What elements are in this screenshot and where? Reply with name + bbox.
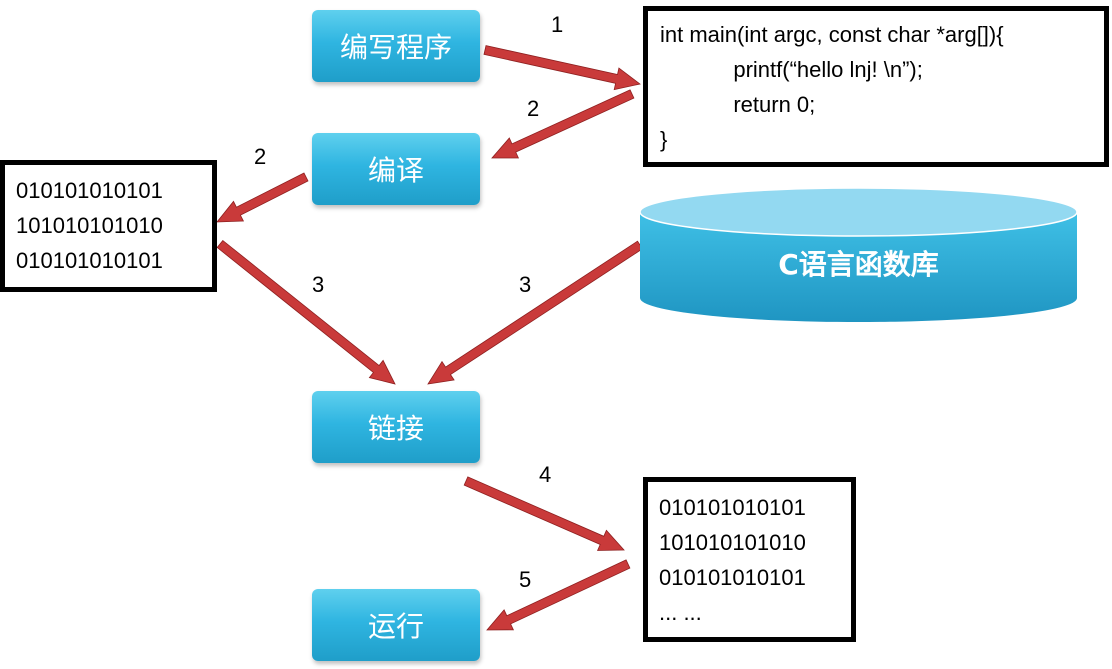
arrow-label-2: 2 [254,144,267,169]
source-line: } [660,127,668,152]
step-compile: 编译 [312,133,480,205]
binary-line: 010101010101 [659,565,806,590]
source-line: int main(int argc, const char *arg[]){ [660,22,1004,47]
step-link: 链接 [312,391,480,463]
step-run-label: 运行 [367,610,424,643]
object-code-box: 010101010101 101010101010 010101010101 [0,160,217,292]
source-line: return 0; [660,92,816,117]
arrow-label-2: 2 [527,96,540,121]
arrow-5 [486,559,631,631]
step-run: 运行 [312,589,480,661]
step-write-program: 编写程序 [312,10,480,82]
arrow-label-3: 3 [312,272,325,297]
executable-box: 010101010101 101010101010 010101010101 .… [643,477,856,642]
binary-line: ... ... [659,600,702,625]
arrow-label-1: 1 [551,12,564,37]
step-compile-label: 编译 [367,154,424,187]
binary-line: 010101010101 [16,248,163,273]
arrow-4 [463,476,625,551]
binary-line: 101010101010 [659,530,806,555]
source-code-box: int main(int argc, const char *arg[]){ p… [643,6,1109,167]
binary-line: 010101010101 [16,178,163,203]
arrow-1 [483,45,641,91]
binary-line: 010101010101 [659,495,806,520]
arrow-label-3: 3 [519,272,532,297]
arrow-label-5: 5 [519,567,532,592]
step-write-label: 编写程序 [339,31,452,64]
step-link-label: 链接 [367,412,424,445]
arrow-2-out [216,172,309,223]
arrow-2-back [491,89,635,159]
binary-line: 101010101010 [16,213,163,238]
library-label: C语言函数库 [778,248,939,281]
arrow-3-right [427,240,644,385]
arrow-label-4: 4 [539,462,552,487]
arrow-3-left [216,239,396,385]
arrow-group [216,45,644,631]
source-line: printf(“hello lnj! \n”); [660,57,923,82]
